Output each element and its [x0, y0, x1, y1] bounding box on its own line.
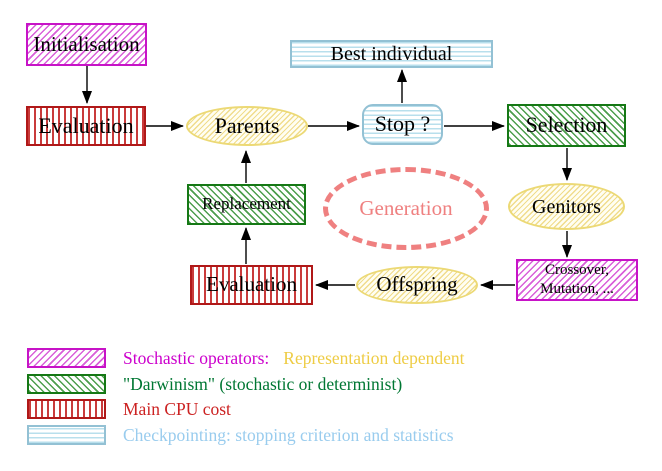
legend-swatch-red-stripes [27, 399, 106, 419]
legend-label-main-cpu-cost: Main CPU cost [123, 398, 231, 419]
legend-swatch-green-hatch [27, 374, 106, 394]
node-offspring-label: Offspring [376, 272, 458, 297]
legend-label-representation-dependent: Representation dependent [283, 347, 465, 368]
node-best-individual-label: Best individual [330, 43, 453, 65]
legend-row-darwinism: "Darwinism" (stochastic or determinist) [27, 373, 402, 395]
node-crossover-mutation: Crossover, Mutation, ... [516, 259, 638, 301]
legend-swatch-cyan-stripes [27, 425, 106, 445]
legend-swatch-magenta-hatch [27, 348, 106, 368]
node-parents: Parents [186, 106, 308, 146]
node-genitors-label: Genitors [532, 195, 601, 218]
node-best-individual: Best individual [290, 40, 493, 68]
legend-row-main-cpu-cost: Main CPU cost [27, 398, 231, 420]
node-offspring: Offspring [356, 266, 478, 304]
node-selection-label: Selection [525, 112, 608, 138]
legend-row-stochastic-operators: Stochastic operators: Representation depe… [27, 347, 465, 369]
node-stop: Stop ? [362, 104, 443, 145]
node-parents-label: Parents [214, 112, 280, 138]
node-stop-label: Stop ? [374, 111, 431, 137]
node-genitors: Genitors [508, 183, 625, 230]
node-replacement: Replacement [187, 184, 306, 225]
legend-row-checkpointing: Checkpointing: stopping criterion and st… [27, 424, 454, 446]
node-evaluation-top-label: Evaluation [38, 112, 134, 138]
node-selection: Selection [507, 104, 626, 147]
node-crossover-line2: Mutation, ... [540, 281, 614, 297]
node-evaluation-top: Evaluation [26, 106, 146, 146]
node-evaluation-bottom-label: Evaluation [206, 272, 297, 297]
node-generation-loop: Generation [323, 167, 489, 250]
legend-label-stochastic-operators: Stochastic operators: [123, 347, 270, 368]
node-crossover-line1: Crossover, [545, 262, 609, 279]
legend-label-darwinism: "Darwinism" (stochastic or determinist) [123, 373, 403, 394]
node-replacement-label: Replacement [202, 194, 291, 214]
node-initialisation: Initialisation [26, 23, 147, 66]
node-generation-label: Generation [359, 195, 453, 220]
node-evaluation-bottom: Evaluation [190, 265, 313, 305]
node-initialisation-label: Initialisation [33, 31, 140, 56]
legend-label-checkpointing: Checkpointing: stopping criterion and st… [123, 424, 454, 445]
